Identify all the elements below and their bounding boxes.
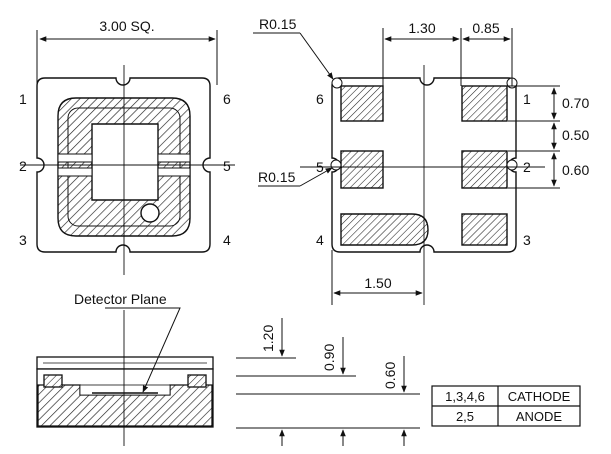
height-1: 1.20	[260, 325, 276, 352]
table-row-2-pins: 2,5	[456, 409, 474, 424]
top-pin-4: 4	[223, 232, 231, 248]
top-view	[20, 30, 235, 275]
height-3: 0.60	[382, 362, 398, 389]
top-alignment-hole	[140, 203, 160, 223]
bottom-pin-6: 6	[316, 91, 324, 107]
pad-6	[340, 85, 384, 122]
top-size-label: 3.00 SQ.	[99, 18, 154, 34]
top-pin-5: 5	[223, 158, 231, 174]
bottom-view	[253, 28, 560, 305]
bottom-pin-2: 2	[523, 159, 531, 175]
bottom-pin-4: 4	[316, 232, 324, 248]
table-row-1-function: CATHODE	[508, 389, 571, 404]
dim-pad-span: 1.30	[408, 20, 435, 36]
dim-pad-width: 0.85	[472, 20, 499, 36]
top-pin-6: 6	[223, 91, 231, 107]
top-pin-3: 3	[19, 232, 27, 248]
bottom-pin-1: 1	[523, 91, 531, 107]
bottom-radius-label-mid: R0.15	[258, 169, 296, 185]
side-view	[36, 307, 420, 446]
table-row-1-pins: 1,3,4,6	[445, 389, 485, 404]
dim-pad-height: 0.70	[562, 95, 589, 111]
top-package-outline	[36, 77, 211, 253]
pad-4	[340, 213, 429, 246]
detector-plane-label: Detector Plane	[74, 291, 167, 307]
pad-5	[340, 150, 384, 189]
dim-mid-pad-height: 0.60	[562, 162, 589, 178]
bottom-radius-label-top: R0.15	[259, 16, 297, 32]
height-2: 0.90	[321, 344, 337, 371]
top-pin-1: 1	[19, 91, 27, 107]
pad-3	[461, 213, 508, 246]
bottom-pin-3: 3	[523, 232, 531, 248]
bottom-pin-5: 5	[316, 159, 324, 175]
top-pin-2: 2	[19, 158, 27, 174]
dim-big-pad-length: 1.50	[364, 275, 391, 291]
table-row-2-function: ANODE	[516, 409, 563, 424]
pad-2	[461, 150, 508, 189]
pad-1	[461, 85, 508, 122]
dim-pad-gap: 0.50	[562, 127, 589, 143]
pin-function-table	[431, 385, 581, 427]
